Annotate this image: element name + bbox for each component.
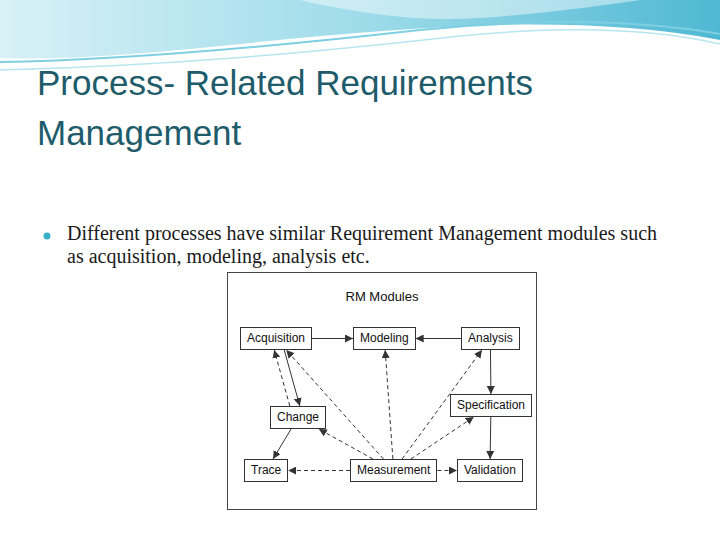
module-label: Modeling (360, 331, 409, 346)
connector-arrow (273, 429, 291, 459)
connector-arrow (490, 350, 491, 394)
header-swoosh (0, 0, 720, 59)
dashed-connector (319, 429, 373, 459)
connector-arrow (284, 350, 300, 406)
connector-arrow (490, 417, 492, 459)
bullet-dot (44, 233, 51, 240)
frame-heading: RM Modules (228, 289, 536, 304)
header-highlight (300, 0, 640, 19)
bullet-text: Different processes have similar Require… (67, 222, 677, 268)
module-label: Measurement (357, 463, 430, 478)
module-label: Analysis (468, 331, 513, 346)
module-label: Trace (251, 463, 281, 478)
module-label: Change (277, 410, 319, 425)
module-box: Change (270, 406, 326, 429)
module-label: Acquisition (247, 331, 305, 346)
module-label: Validation (464, 463, 516, 478)
header-stripe (0, 22, 720, 62)
dashed-connector (411, 417, 474, 459)
module-box: Modeling (353, 327, 416, 350)
module-box: Measurement (350, 459, 437, 482)
slide-title: Process- Related Requirements Management (37, 58, 637, 158)
module-box: Analysis (461, 327, 520, 350)
module-box: Acquisition (240, 327, 312, 350)
module-box: Specification (450, 394, 532, 417)
connector-arrow (416, 338, 461, 339)
connector-arrow (312, 338, 353, 339)
module-box: Trace (244, 459, 288, 482)
module-box: Validation (457, 459, 523, 482)
dashed-connector (274, 350, 290, 406)
module-label: Specification (457, 398, 525, 413)
dashed-connector (437, 470, 457, 471)
dashed-connector (288, 470, 350, 471)
module-frame: RM ModulesAcquisition Modeling AnalysisCha… (227, 272, 537, 510)
dashed-connector (286, 350, 383, 459)
dashed-connector (385, 350, 393, 459)
